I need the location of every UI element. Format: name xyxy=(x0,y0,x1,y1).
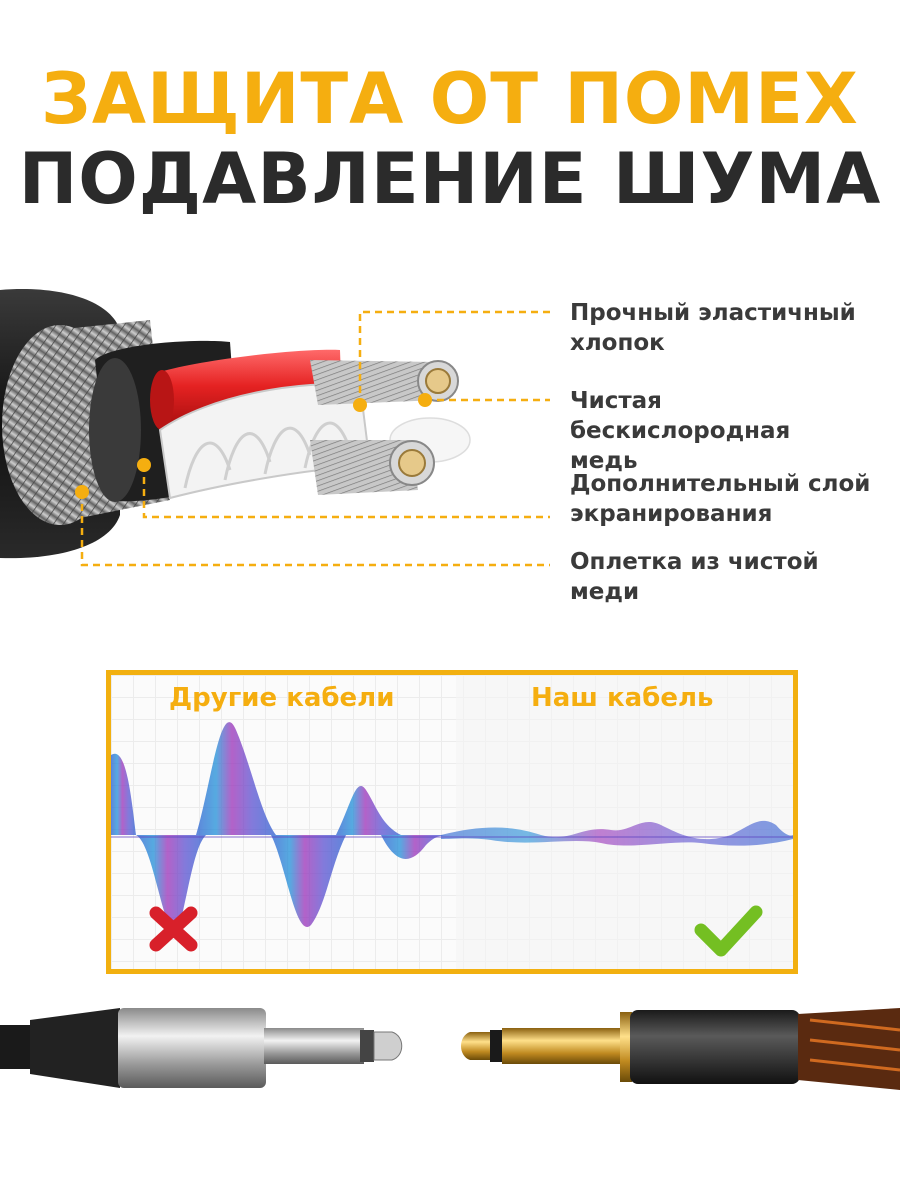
waveform-graphic xyxy=(111,722,793,957)
jack-plugs-illustration xyxy=(0,1008,900,1090)
callout-text: Чистая бескислородная xyxy=(570,388,791,444)
noisy-wave xyxy=(111,722,456,931)
callout-text: меди xyxy=(570,579,640,605)
check-icon xyxy=(694,905,763,957)
clean-wave xyxy=(441,820,793,846)
right-half-shade xyxy=(456,675,793,969)
upper-wire-bundle xyxy=(310,360,459,405)
gold-jack-plug xyxy=(461,1008,900,1090)
silver-jack-plug xyxy=(0,1008,403,1088)
other-cables-label: Другие кабели xyxy=(169,683,395,713)
cross-icon xyxy=(149,906,198,952)
signal-comparison-panel: Другие кабели Наш кабель xyxy=(106,670,798,974)
callout-shield: Дополнительный слой экранирования xyxy=(570,469,890,529)
callout-text: Дополнительный слой xyxy=(570,471,871,497)
our-cable-label: Наш кабель xyxy=(531,683,714,713)
callout-text: Оплетка из чистой xyxy=(570,549,819,575)
leader-lines xyxy=(80,310,550,567)
callout-text: экранирования xyxy=(570,501,773,527)
leader-dots xyxy=(75,393,432,499)
headline-line-1: ЗАЩИТА ОТ ПОМЕХ xyxy=(41,58,859,140)
callout-text: хлопок xyxy=(570,330,665,356)
callout-copper: Чистая бескислородная медь xyxy=(570,386,890,476)
callout-text: Прочный эластичный xyxy=(570,300,856,326)
callout-cotton: Прочный эластичный хлопок xyxy=(570,298,890,358)
callout-braid: Оплетка из чистой меди xyxy=(570,547,890,607)
lower-wire-bundle xyxy=(310,440,435,495)
cable-cross-section-illustration xyxy=(0,289,550,567)
headline-line-2: ПОДАВЛЕНИЕ ШУМА xyxy=(18,138,882,220)
callout-text: медь xyxy=(570,448,638,474)
